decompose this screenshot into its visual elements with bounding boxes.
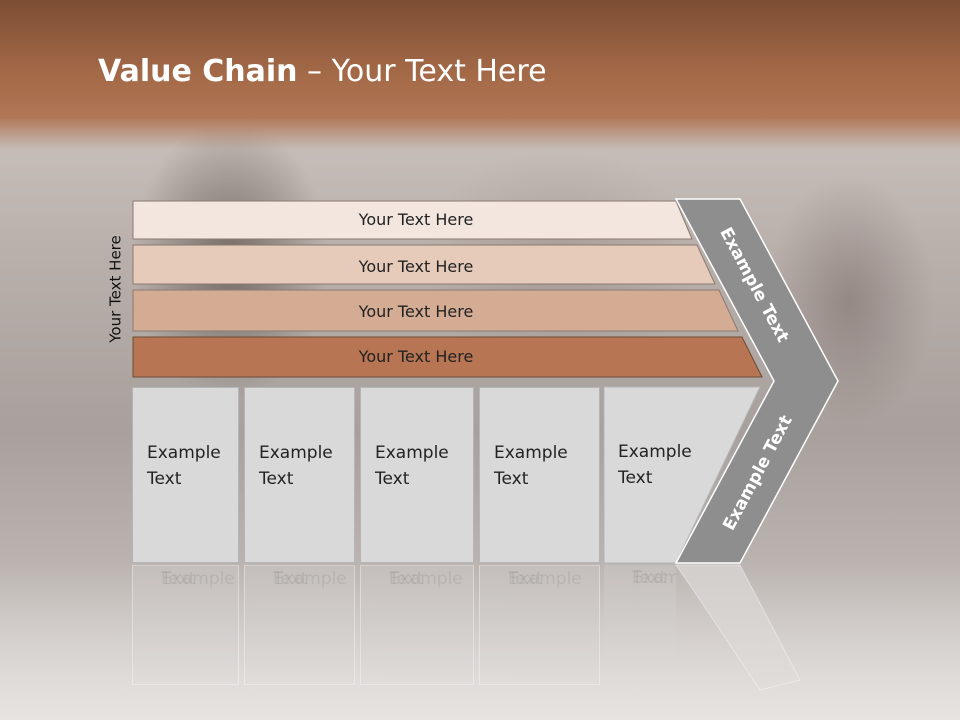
value-chevron — [674, 198, 839, 564]
bar-1 — [132, 200, 693, 240]
bar-1-label: Your Text Here — [358, 210, 474, 229]
box-3-reflection-line2: Text — [389, 569, 424, 589]
chevron-reflection — [675, 564, 801, 691]
bar-3-label: Your Text Here — [358, 302, 474, 321]
box-2-reflection-line2: Text — [273, 569, 308, 589]
box-2-line2: Text — [259, 469, 294, 489]
title-rest: – Your Text Here — [297, 54, 547, 89]
box-4-line1: Example — [494, 443, 568, 463]
box-1-line2: Text — [147, 469, 182, 489]
box-5-line2: Text — [618, 468, 653, 488]
header-band — [0, 0, 960, 150]
box-2-line1: Example — [259, 443, 333, 463]
background-fade — [0, 560, 960, 720]
bar-2-label: Your Text Here — [358, 257, 474, 276]
box-3-line2: Text — [375, 469, 410, 489]
bar-2 — [132, 244, 716, 285]
bar-4 — [132, 336, 763, 378]
box-5-reflection-line2: Text — [632, 568, 667, 588]
slide-title: Value Chain – Your Text Here — [98, 54, 547, 89]
box-5-line1: Example — [618, 442, 692, 462]
box-1-line1: Example — [147, 443, 221, 463]
box-3-line1: Example — [375, 443, 449, 463]
box-4-reflection-line2: Text — [508, 569, 543, 589]
box-1-reflection-line2: Text — [161, 569, 196, 589]
bar-4-label: Your Text Here — [358, 347, 474, 366]
bar-3 — [132, 289, 739, 332]
title-bold: Value Chain — [98, 54, 298, 89]
box-4-line2: Text — [494, 469, 529, 489]
